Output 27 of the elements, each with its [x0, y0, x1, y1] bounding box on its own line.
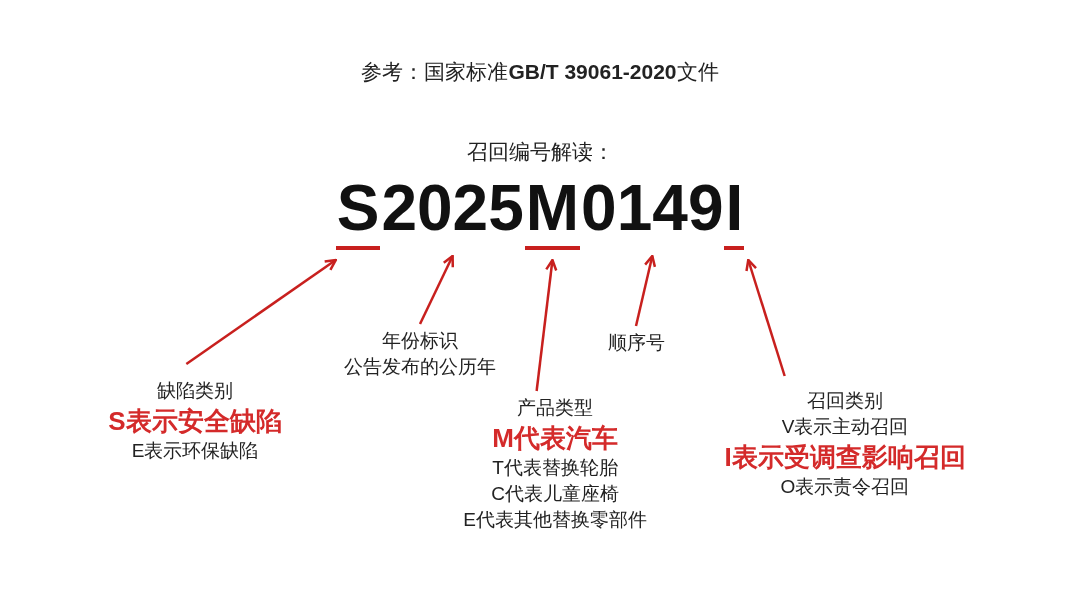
category-heading: 顺序号 — [607, 331, 665, 355]
arrow — [745, 258, 786, 377]
code-meaning: T代表替换轮胎 — [491, 456, 619, 480]
code-meaning: E代表其他替换零部件 — [463, 508, 647, 532]
code-meaning: O表示责令召回 — [779, 475, 911, 499]
highlighted-text: I表示受调查影响召回 — [724, 441, 966, 474]
underlined-code-letter: S — [335, 170, 381, 250]
code-meaning: E表示环保缺陷 — [130, 439, 260, 463]
code-meaning: V表示主动召回 — [780, 415, 910, 439]
category-heading: 缺陷类别 — [156, 379, 234, 403]
code-meaning: C代表儿童座椅 — [490, 482, 620, 506]
underlined-code-letter: M — [524, 170, 581, 250]
category-heading: 年份标识 — [381, 329, 459, 353]
arrow — [185, 258, 337, 366]
arrow — [418, 254, 455, 325]
arrow — [634, 254, 657, 327]
underlined-code-letter: I — [724, 170, 745, 250]
highlighted-text: M代表汽车 — [491, 422, 619, 455]
code-digits: 2025 — [380, 170, 525, 246]
code-digits: 0149 — [580, 170, 725, 246]
code-heading: 召回编号解读： — [465, 139, 615, 165]
reference-note: 参考：国家标准GB/T 39061-2020文件 — [360, 59, 720, 85]
category-heading: 产品类型 — [516, 396, 594, 420]
category-heading: 召回类别 — [806, 389, 884, 413]
code-meaning: 公告发布的公历年 — [344, 355, 496, 379]
arrow — [535, 258, 558, 392]
highlighted-text: S表示安全缺陷 — [108, 405, 282, 438]
